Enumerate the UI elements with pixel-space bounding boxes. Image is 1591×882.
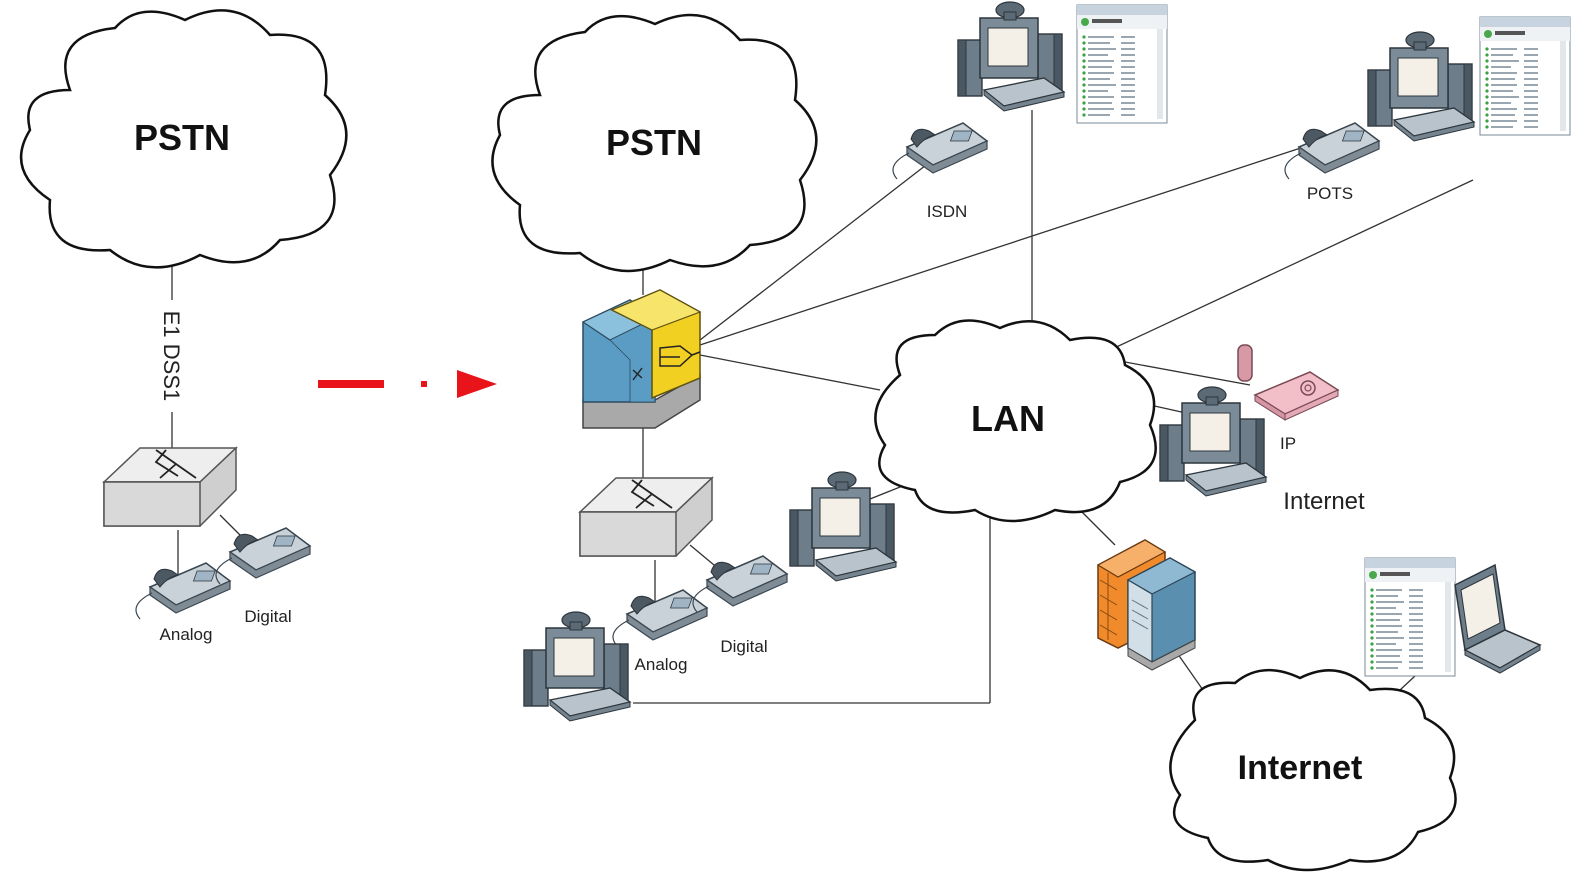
switch-left <box>103 447 237 527</box>
phone-pots <box>1284 122 1380 180</box>
internet-label: Internet <box>1238 749 1363 787</box>
workstation-icon <box>523 611 631 722</box>
ip-phone-icon <box>1237 344 1340 421</box>
phone-analog-right <box>612 589 708 647</box>
workstation-ip <box>1159 386 1267 497</box>
analog-left-label: Analog <box>160 625 213 644</box>
pots-label: POTS <box>1307 184 1353 203</box>
phone-isdn <box>892 122 988 180</box>
software-window-icon <box>1076 4 1168 124</box>
software-window-top <box>1076 4 1168 124</box>
workstation-icon <box>1159 386 1267 497</box>
phone-digital-right <box>692 555 788 613</box>
cloud-icon <box>874 319 1157 523</box>
arrow-icon <box>457 370 497 398</box>
gateway-icon <box>581 289 702 429</box>
laptop-icon <box>1454 563 1542 674</box>
workstation-icon <box>1367 31 1475 142</box>
connection-lines <box>171 110 1474 704</box>
phone-icon <box>692 555 788 613</box>
cloud-icon <box>19 9 348 269</box>
cloud-icon <box>491 13 818 273</box>
workstation-icon <box>789 471 897 582</box>
pstn-cloud-right: PSTN <box>491 13 818 273</box>
pstn-right-label: PSTN <box>606 122 702 163</box>
firewall-server <box>1096 539 1197 671</box>
phone-digital-left <box>215 527 311 585</box>
switch-right <box>579 477 713 557</box>
switch-icon <box>103 447 237 527</box>
software-window-top-right <box>1479 16 1571 136</box>
digital-left-label: Digital <box>244 607 291 626</box>
migration-arrow <box>318 370 497 398</box>
cloud-icon <box>1169 668 1457 872</box>
pstn-cloud-left: PSTN <box>19 9 348 269</box>
digital-right-label: Digital <box>720 637 767 656</box>
ip-label: IP <box>1280 434 1296 453</box>
pstn-left-label: PSTN <box>134 117 230 158</box>
phone-icon <box>135 562 231 620</box>
switch-icon <box>579 477 713 557</box>
arrow-dot <box>421 381 427 387</box>
server-icon <box>1126 557 1197 671</box>
software-window-icon <box>1479 16 1571 136</box>
lan-label: LAN <box>971 398 1045 439</box>
workstation-top-right <box>1367 31 1475 142</box>
phone-icon <box>892 122 988 180</box>
analog-right-label: Analog <box>635 655 688 674</box>
phone-analog-left <box>135 562 231 620</box>
internet-cloud: Internet <box>1169 668 1457 872</box>
internet-text-label: Internet <box>1283 488 1365 515</box>
workstation-lan-left <box>789 471 897 582</box>
isdn-label: ISDN <box>927 202 968 221</box>
workstation-icon <box>957 1 1065 112</box>
phone-icon <box>1284 122 1380 180</box>
workstation-top <box>957 1 1065 112</box>
workstation-bottom-left <box>523 611 631 722</box>
lan-cloud: LAN <box>874 319 1157 523</box>
arrow-dash <box>318 380 384 388</box>
phone-icon <box>612 589 708 647</box>
software-window-bottom <box>1364 557 1456 677</box>
e1-dss1-label: E1 DSS1 <box>159 311 184 402</box>
phone-icon <box>215 527 311 585</box>
software-window-icon <box>1364 557 1456 677</box>
